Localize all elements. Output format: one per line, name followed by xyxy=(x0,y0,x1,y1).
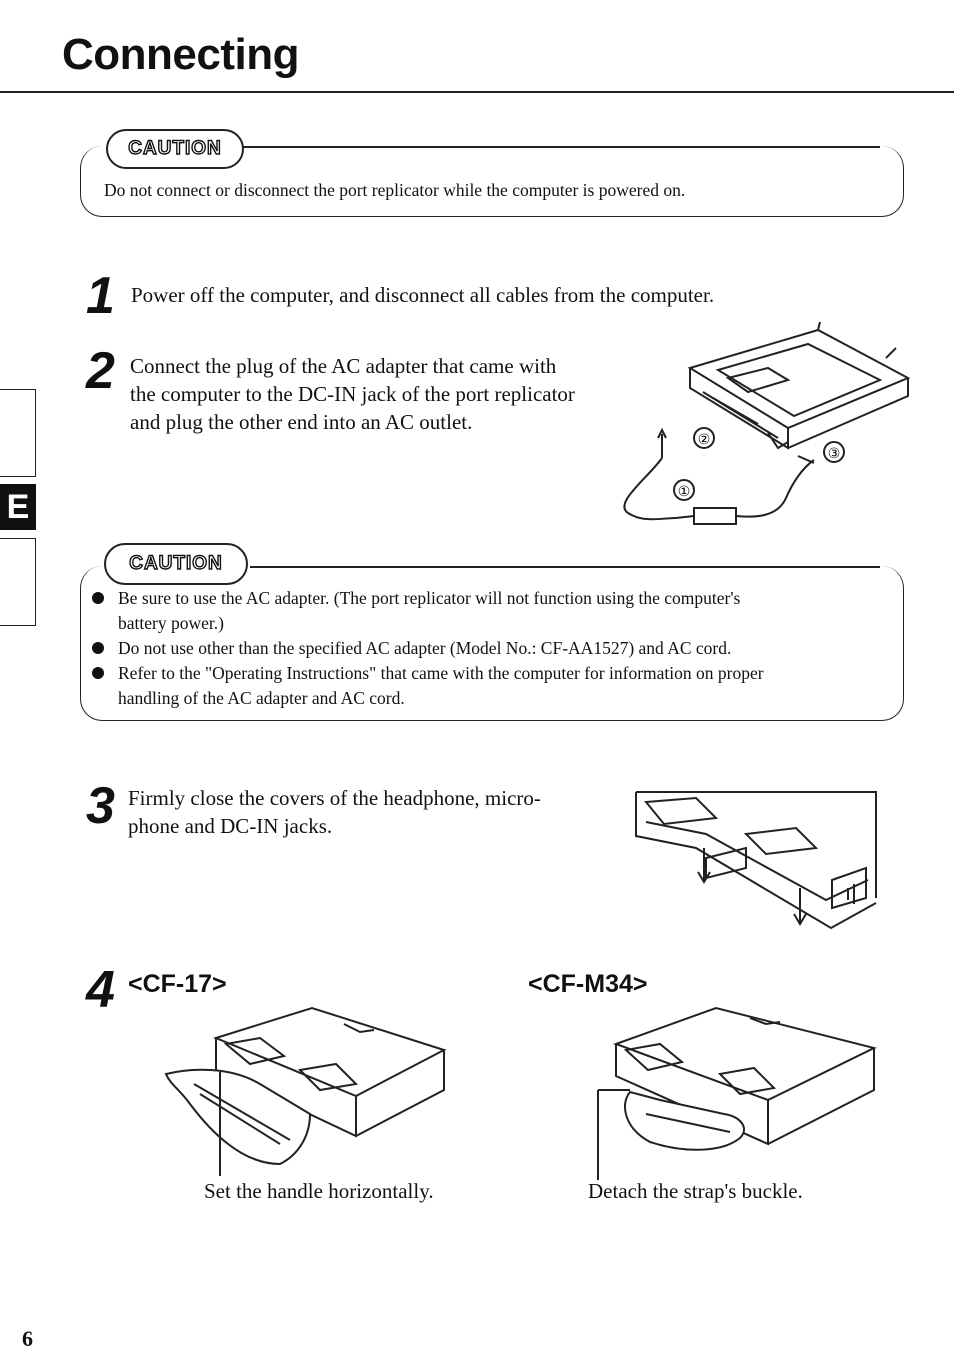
caution-2-bullet-line: Refer to the "Operating Instructions" th… xyxy=(118,663,764,683)
caution-badge-2: CAUTION xyxy=(104,543,248,585)
side-tab-upper xyxy=(0,389,36,477)
caution-badge-1-text: CAUTION xyxy=(128,137,222,159)
step-1-text: Power off the computer, and disconnect a… xyxy=(131,283,715,307)
callout-1: ① xyxy=(678,484,691,500)
caution-1-text: Do not connect or disconnect the port re… xyxy=(104,180,686,200)
caution-2-bullet: Be sure to use the AC adapter. (The port… xyxy=(86,586,896,636)
step-1-number: 1 xyxy=(86,267,115,325)
step-4-number: 4 xyxy=(86,961,115,1019)
page-number: 6 xyxy=(22,1326,33,1351)
caution-2-bullet-line: Be sure to use the AC adapter. (The port… xyxy=(118,588,741,608)
step-2-line: the computer to the DC-IN jack of the po… xyxy=(130,382,575,406)
title-rule xyxy=(0,91,954,93)
cf17-handle-figure xyxy=(164,1006,447,1176)
caution-2-bullet: Do not use other than the specified AC a… xyxy=(86,636,896,661)
model-cfm34-label: <CF-M34> xyxy=(528,970,648,998)
side-tab-lower xyxy=(0,538,36,626)
bullet-icon xyxy=(92,592,104,604)
step-3-text: Firmly close the covers of the headphone… xyxy=(128,784,628,840)
callout-1-circle xyxy=(673,479,695,501)
model-cf17-label: <CF-17> xyxy=(128,970,227,998)
page-title: Connecting xyxy=(62,30,299,79)
step-2-number: 2 xyxy=(86,342,115,400)
callout-2-circle xyxy=(693,427,715,449)
step-2-text: Connect the plug of the AC adapter that … xyxy=(130,352,630,436)
jack-covers-figure xyxy=(635,791,877,930)
step-3-line: phone and DC-IN jacks. xyxy=(128,814,333,838)
callout-3-circle xyxy=(823,441,845,463)
caution-2-bullet-line: battery power.) xyxy=(118,613,224,633)
caution-badge-2-text: CAUTION xyxy=(129,552,223,574)
bullet-icon xyxy=(92,667,104,679)
step-2-line: Connect the plug of the AC adapter that … xyxy=(130,354,557,378)
side-tab-letter: E xyxy=(0,484,36,530)
step-2-line: and plug the other end into an AC outlet… xyxy=(130,410,473,434)
step-3-line: Firmly close the covers of the headphone… xyxy=(128,786,541,810)
bullet-icon xyxy=(92,642,104,654)
step-3-number: 3 xyxy=(86,777,115,835)
port-replicator-ac-adapter-figure: ② ③ ① xyxy=(623,321,911,525)
caution-line-1 xyxy=(240,146,880,148)
callout-2: ② xyxy=(698,432,711,448)
caution-2-bullet-line: handling of the AC adapter and AC cord. xyxy=(118,688,405,708)
cfm34-strap-figure xyxy=(597,1006,877,1180)
caution-box-2 xyxy=(80,566,904,721)
caution-badge-1: CAUTION xyxy=(106,129,244,169)
caution-2-bullet: Refer to the "Operating Instructions" th… xyxy=(86,661,896,711)
cf17-caption: Set the handle horizontally. xyxy=(204,1179,434,1203)
caution-box-1 xyxy=(80,146,904,217)
caution-2-list: Be sure to use the AC adapter. (The port… xyxy=(86,586,896,711)
callout-3: ③ xyxy=(828,446,841,462)
cfm34-caption: Detach the strap's buckle. xyxy=(588,1179,803,1203)
caution-2-bullet-line: Do not use other than the specified AC a… xyxy=(118,638,732,658)
caution-line-2 xyxy=(250,566,880,568)
